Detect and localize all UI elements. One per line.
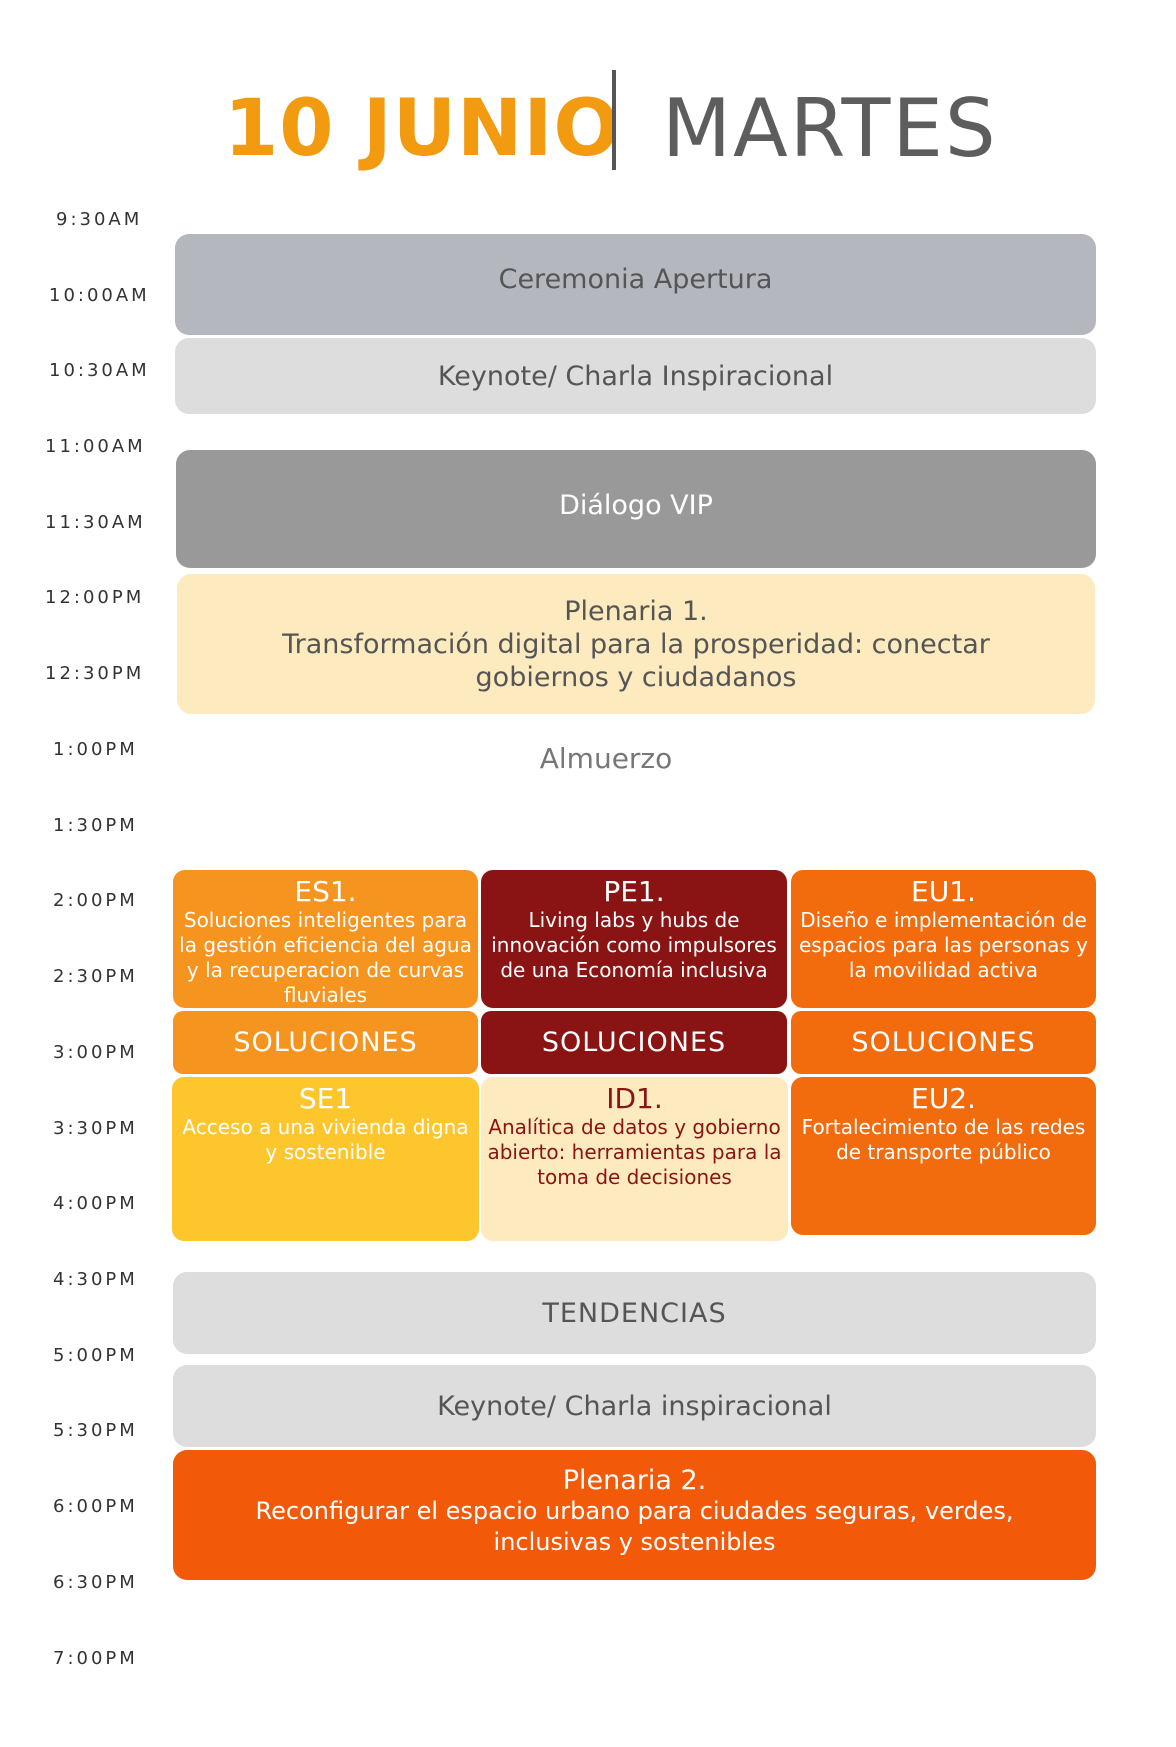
track-code: PE1.	[603, 875, 665, 908]
session-vip-dialogue[interactable]: Diálogo VIP	[176, 450, 1096, 568]
session-title: Keynote/ Charla inspiracional	[437, 1390, 832, 1422]
page-header: 10 JUNIO MARTES	[0, 60, 1176, 180]
time-label: 10:30AM	[49, 360, 150, 381]
plenary-subtitle-line: Transformación digital para la prosperid…	[282, 628, 990, 660]
track-se1[interactable]: SE1 Acceso a una vivienda digna y sosten…	[172, 1077, 479, 1241]
solutions-es-button[interactable]: SOLUCIONES	[173, 1011, 478, 1074]
time-label: 10:00AM	[49, 285, 150, 306]
session-plenary-2[interactable]: Plenaria 2. Reconfigurar el espacio urba…	[173, 1450, 1096, 1580]
time-label: 5:30PM	[53, 1420, 138, 1441]
track-code: EU1.	[911, 875, 976, 908]
session-title: TENDENCIAS	[542, 1297, 727, 1329]
time-label: 4:00PM	[53, 1193, 138, 1214]
time-label: 2:00PM	[53, 890, 138, 911]
date-title: 10 JUNIO	[224, 84, 621, 174]
session-title: Ceremonia Apertura	[498, 264, 773, 295]
time-label: 3:30PM	[53, 1118, 138, 1139]
session-title: Diálogo VIP	[559, 489, 713, 521]
day-title: MARTES	[662, 82, 998, 175]
track-code: EU2.	[911, 1082, 976, 1115]
header-divider	[612, 70, 616, 170]
track-description: Diseño e implementación de espacios para…	[798, 908, 1089, 982]
time-label: 5:00PM	[53, 1345, 138, 1366]
plenary-title: Plenaria 2.	[562, 1464, 707, 1496]
session-keynote-1[interactable]: Keynote/ Charla Inspiracional	[175, 338, 1096, 414]
time-label: 12:30PM	[45, 663, 145, 684]
time-label: 6:30PM	[53, 1572, 138, 1593]
time-label: 9:30AM	[56, 209, 143, 230]
time-label: 6:00PM	[53, 1496, 138, 1517]
time-label: 11:00AM	[45, 436, 146, 457]
track-pe1[interactable]: PE1. Living labs y hubs de innovación co…	[481, 870, 787, 1008]
track-code: SE1	[298, 1082, 353, 1115]
time-label: 4:30PM	[53, 1269, 138, 1290]
track-description: Soluciones inteligentes para la gestión …	[179, 908, 472, 1007]
time-label: 3:00PM	[53, 1042, 138, 1063]
track-description: Fortalecimiento de las redes de transpor…	[801, 1115, 1086, 1164]
track-eu2[interactable]: EU2. Fortalecimiento de las redes de tra…	[791, 1077, 1096, 1235]
session-keynote-2[interactable]: Keynote/ Charla inspiracional	[173, 1365, 1096, 1447]
plenary-subtitle-line: Reconfigurar el espacio urbano para ciud…	[255, 1496, 1014, 1525]
time-label: 7:00PM	[53, 1648, 138, 1669]
session-title: Keynote/ Charla Inspiracional	[437, 360, 834, 392]
time-label: 1:00PM	[53, 739, 138, 760]
plenary-subtitle-line: inclusivas y sostenibles	[493, 1527, 776, 1556]
track-description: Living labs y hubs de innovación como im…	[491, 908, 777, 982]
time-label: 1:30PM	[53, 815, 138, 836]
time-label: 12:00PM	[45, 587, 145, 608]
session-plenary-1[interactable]: Plenaria 1. Transformación digital para …	[177, 574, 1095, 714]
track-es1[interactable]: ES1. Soluciones inteligentes para la ges…	[173, 870, 478, 1008]
track-description: Acceso a una vivienda digna y sostenible	[182, 1115, 469, 1164]
track-description: Analítica de datos y gobierno abierto: h…	[487, 1115, 782, 1189]
solutions-pe-button[interactable]: SOLUCIONES	[481, 1011, 787, 1074]
lunch-break-label: Almuerzo	[539, 742, 673, 775]
session-trends[interactable]: TENDENCIAS	[173, 1272, 1096, 1354]
track-eu1[interactable]: EU1. Diseño e implementación de espacios…	[791, 870, 1096, 1008]
track-code: ID1.	[606, 1082, 663, 1115]
track-id1[interactable]: ID1. Analítica de datos y gobierno abier…	[481, 1077, 788, 1241]
plenary-subtitle-line: gobiernos y ciudadanos	[475, 661, 797, 693]
time-label: 2:30PM	[53, 966, 138, 987]
track-code: ES1.	[294, 875, 357, 908]
time-label: 11:30AM	[45, 512, 146, 533]
solutions-eu-button[interactable]: SOLUCIONES	[791, 1011, 1096, 1074]
session-opening-ceremony[interactable]: Ceremonia Apertura	[175, 234, 1096, 335]
plenary-title: Plenaria 1.	[564, 595, 708, 627]
